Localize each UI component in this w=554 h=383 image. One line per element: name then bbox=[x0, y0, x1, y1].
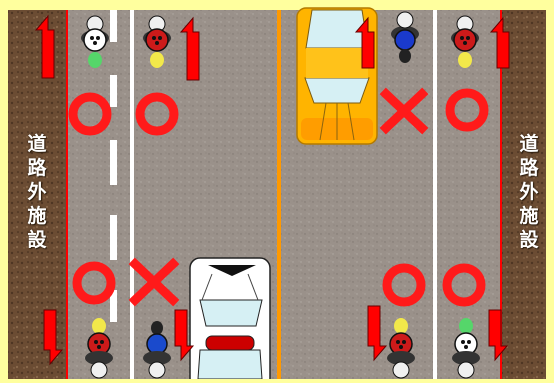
label-char: 施 bbox=[27, 204, 46, 228]
label-char: 外 bbox=[519, 180, 538, 204]
center-line bbox=[277, 10, 281, 379]
label-char: 道 bbox=[27, 132, 46, 156]
solid-lane-line-right bbox=[433, 10, 437, 379]
label-char: 設 bbox=[27, 228, 46, 252]
label-char: 施 bbox=[519, 204, 538, 228]
offroad-facility-label-right: 道 路 外 施 設 bbox=[517, 132, 541, 252]
edge-stripe-left bbox=[66, 10, 68, 379]
label-char: 路 bbox=[27, 156, 46, 180]
solid-lane-line-left bbox=[130, 10, 134, 379]
label-char: 外 bbox=[27, 180, 46, 204]
label-char: 路 bbox=[519, 156, 538, 180]
white-car bbox=[190, 258, 270, 379]
label-char: 設 bbox=[519, 228, 538, 252]
label-char: 道 bbox=[519, 132, 538, 156]
offroad-facility-label-left: 道 路 外 施 設 bbox=[25, 132, 49, 252]
